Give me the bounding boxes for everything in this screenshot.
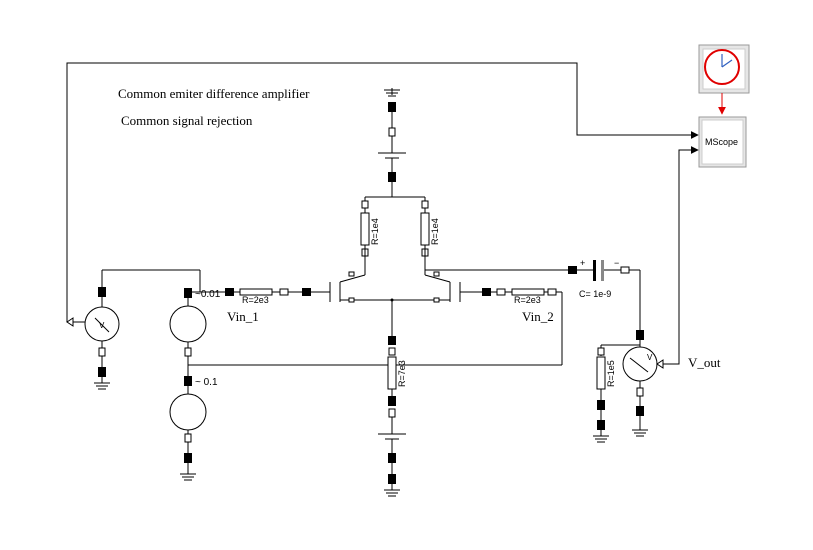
r-top-left-label: R=1e4 (370, 218, 380, 245)
title-line-2: Common signal rejection (121, 113, 253, 128)
src1-value: ~0.01 (195, 289, 221, 300)
r-top-right-label: R=1e4 (430, 218, 440, 245)
voltmeter-left-symbol: V (99, 321, 105, 330)
r-load-label: R=1e5 (606, 360, 616, 387)
src2-value: ~ 0.1 (195, 377, 218, 388)
cap-minus-label: − (614, 258, 619, 268)
top-supply (365, 88, 425, 198)
vin2-label: Vin_2 (522, 309, 554, 324)
resistor-top-left[interactable]: R=1e4 (360, 197, 380, 275)
vin1-label: Vin_1 (227, 309, 259, 324)
scope-signal-wire (66, 62, 699, 327)
clock-icon (704, 49, 740, 85)
transistor-right[interactable] (424, 271, 476, 303)
voltmeter-out[interactable]: V V_out (622, 345, 721, 437)
r-emitter-label: R=7e3 (397, 360, 407, 387)
capacitor-label: C= 1e-9 (579, 289, 611, 299)
transistor-left[interactable] (314, 271, 366, 303)
resistor-in-right[interactable]: R=2e3 (476, 288, 563, 365)
vout-to-scope-wire (663, 146, 699, 365)
mscope-label: MScope (705, 137, 738, 147)
r-in-right-label: R=2e3 (514, 295, 541, 305)
title-line-1: Common emiter difference amplifier (118, 86, 310, 101)
collector-output-wire (425, 266, 593, 274)
resistor-emitter[interactable]: R=7e3 (387, 300, 407, 396)
resistor-load[interactable]: R=1e5 (593, 345, 616, 443)
clock-block[interactable] (698, 44, 750, 94)
voltmeter-left[interactable]: V (73, 269, 200, 390)
sine-source-2[interactable]: ~ 0.1 (169, 376, 218, 481)
mscope-block[interactable]: MScope (698, 116, 747, 168)
sine-source-1[interactable]: ~0.01 Vin_1 (169, 270, 259, 376)
voltmeter-out-symbol: V (647, 353, 653, 362)
capacitor[interactable]: + − C= 1e-9 (579, 258, 640, 299)
bottom-supply (378, 396, 406, 497)
cap-plus-label: + (580, 258, 585, 268)
r-in-left-label: R=2e3 (242, 295, 269, 305)
vout-label: V_out (688, 355, 721, 370)
resistor-top-right[interactable]: R=1e4 (420, 197, 440, 275)
